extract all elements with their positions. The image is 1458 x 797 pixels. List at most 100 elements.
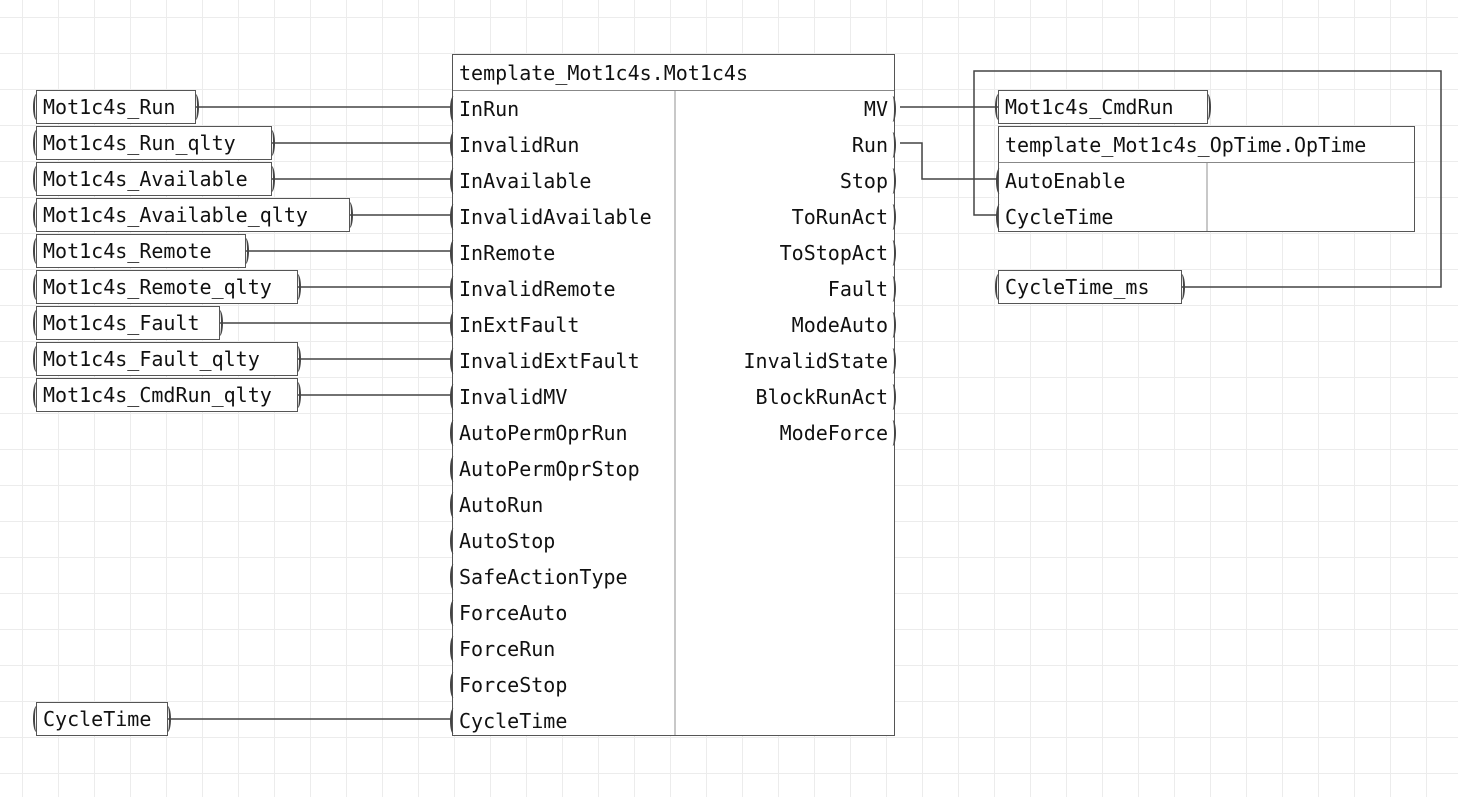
input-connector (450, 276, 457, 302)
output-connector (889, 96, 896, 122)
output-connector (889, 420, 896, 446)
output-connector (889, 240, 896, 266)
main-block-divider (674, 91, 676, 735)
input-connector (450, 204, 457, 230)
input-connector (450, 600, 457, 626)
output-connector (889, 204, 896, 230)
variable-right-connector (268, 130, 275, 156)
optime-block-title: template_Mot1c4s_OpTime.OpTime (999, 127, 1414, 163)
variable-right-connector (242, 238, 249, 264)
variable-left-connector (33, 310, 40, 336)
wire-run-autoenable (900, 142, 998, 180)
variable-left-connector (33, 274, 40, 300)
input-pin-force-auto[interactable]: ForceAuto (459, 601, 568, 625)
input-connector (450, 132, 457, 158)
output-pin-mode-force[interactable]: ModeForce (779, 421, 888, 445)
input-connector (450, 312, 457, 338)
var-cycletime[interactable]: CycleTime (33, 702, 171, 736)
variable-right-connector (164, 706, 171, 732)
optime-input-pin-auto-enable[interactable]: AutoEnable (1005, 169, 1126, 193)
variable-left-connector (33, 166, 40, 192)
output-pin-to-run-act[interactable]: ToRunAct (791, 205, 888, 229)
input-connector (450, 636, 457, 662)
input-pin-invalid-mv[interactable]: InvalidMV (459, 385, 568, 409)
input-connector (450, 492, 457, 518)
variable-right-connector (1204, 94, 1211, 120)
input-pin-auto-perm-opr-stop[interactable]: AutoPermOprStop (459, 457, 640, 481)
output-pin-block-run-act[interactable]: BlockRunAct (755, 385, 888, 409)
var-mot1c4s-run[interactable]: Mot1c4s_Run (33, 90, 199, 124)
input-pin-invalid-available[interactable]: InvalidAvailable (459, 205, 652, 229)
output-connector (889, 312, 896, 338)
var-mot1c4s-cmdrun-qlty[interactable]: Mot1c4s_CmdRun_qlty (33, 378, 301, 412)
var-mot1c4s-fault[interactable]: Mot1c4s_Fault (33, 306, 223, 340)
input-pin-invalid-run[interactable]: InvalidRun (459, 133, 580, 157)
input-pin-in-ext-fault[interactable]: InExtFault (459, 313, 580, 337)
variable-right-connector (192, 94, 199, 120)
variable-left-connector (995, 274, 1002, 300)
var-cycletime-ms[interactable]: CycleTime_ms (995, 270, 1185, 304)
variable-left-connector (33, 94, 40, 120)
output-pin-mv[interactable]: MV (863, 97, 888, 121)
input-pin-cycle-time[interactable]: CycleTime (459, 709, 568, 733)
variable-right-connector (294, 346, 301, 372)
var-mot1c4s-fault-qlty[interactable]: Mot1c4s_Fault_qlty (33, 342, 301, 376)
input-connector (996, 204, 1003, 230)
var-mot1c4s-run-qlty[interactable]: Mot1c4s_Run_qlty (33, 126, 275, 160)
variable-left-connector (995, 94, 1002, 120)
variable-right-connector (294, 382, 301, 408)
optime-function-block[interactable]: template_Mot1c4s_OpTime.OpTime AutoEnabl… (996, 126, 1415, 232)
input-pin-in-remote[interactable]: InRemote (459, 241, 556, 265)
optime-input-pin-cycle-time[interactable]: CycleTime (1005, 205, 1114, 229)
input-connector (450, 240, 457, 266)
variable-right-connector (294, 274, 301, 300)
input-connector (450, 564, 457, 590)
variable-left-connector (33, 706, 40, 732)
variable-left-connector (33, 382, 40, 408)
variable-right-connector (346, 202, 353, 228)
input-pin-auto-perm-opr-run[interactable]: AutoPermOprRun (459, 421, 628, 445)
input-pin-auto-stop[interactable]: AutoStop (459, 529, 556, 553)
output-connector (889, 132, 896, 158)
input-connector (450, 96, 457, 122)
output-pin-invalid-state[interactable]: InvalidState (743, 349, 889, 373)
output-pin-mode-auto[interactable]: ModeAuto (791, 313, 888, 337)
input-pin-auto-run[interactable]: AutoRun (459, 493, 544, 517)
output-pin-run[interactable]: Run (851, 133, 888, 157)
var-mot1c4s-remote[interactable]: Mot1c4s_Remote (33, 234, 249, 268)
main-block-title: template_Mot1c4s.Mot1c4s (453, 55, 894, 91)
input-pin-force-stop[interactable]: ForceStop (459, 673, 568, 697)
input-connector (450, 348, 457, 374)
input-connector (450, 708, 457, 734)
optime-block-divider (1206, 163, 1208, 231)
input-pin-safe-action-type[interactable]: SafeActionType (459, 565, 628, 589)
input-connector (450, 528, 457, 554)
var-mot1c4s-cmdrun[interactable]: Mot1c4s_CmdRun (995, 90, 1211, 124)
variable-left-connector (33, 130, 40, 156)
output-pin-to-stop-act[interactable]: ToStopAct (779, 241, 888, 265)
output-pin-fault[interactable]: Fault (827, 277, 888, 301)
input-connector (996, 168, 1003, 194)
variable-right-connector (268, 166, 275, 192)
input-pin-in-available[interactable]: InAvailable (459, 169, 592, 193)
output-connector (889, 168, 896, 194)
variable-left-connector (33, 346, 40, 372)
variable-left-connector (33, 202, 40, 228)
variable-left-connector (33, 238, 40, 264)
input-pin-invalid-remote[interactable]: InvalidRemote (459, 277, 616, 301)
output-connector (889, 276, 896, 302)
variable-right-connector (216, 310, 223, 336)
var-mot1c4s-available[interactable]: Mot1c4s_Available (33, 162, 275, 196)
output-connector (889, 384, 896, 410)
output-pin-stop[interactable]: Stop (839, 169, 888, 193)
variable-right-connector (1178, 274, 1185, 300)
input-pin-force-run[interactable]: ForceRun (459, 637, 556, 661)
input-connector (450, 420, 457, 446)
var-mot1c4s-remote-qlty[interactable]: Mot1c4s_Remote_qlty (33, 270, 301, 304)
input-connector (450, 672, 457, 698)
input-pin-invalid-ext-fault[interactable]: InvalidExtFault (459, 349, 640, 373)
input-connector (450, 456, 457, 482)
input-pin-in-run[interactable]: InRun (459, 97, 520, 121)
var-mot1c4s-available-qlty[interactable]: Mot1c4s_Available_qlty (33, 198, 353, 232)
